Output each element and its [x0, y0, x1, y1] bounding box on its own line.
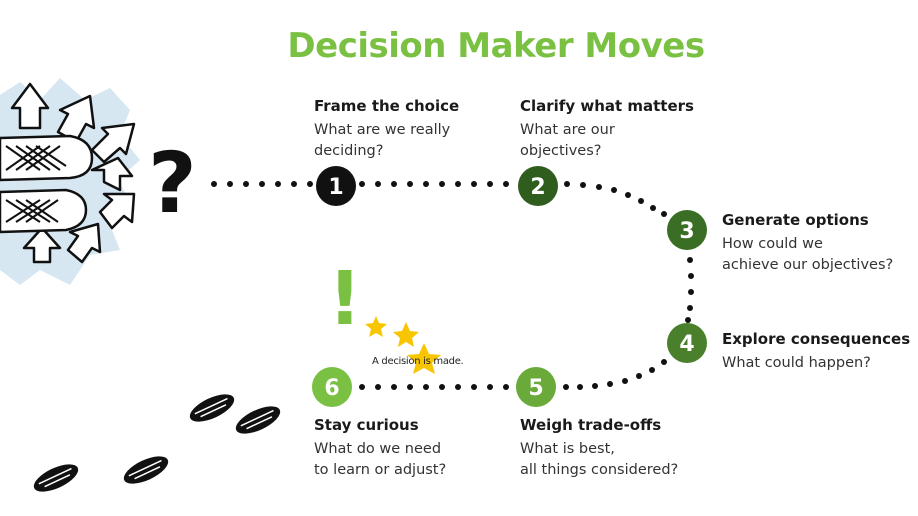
step-badge-4: 4 [667, 323, 707, 363]
step-1-title: Frame the choice [314, 97, 460, 115]
exclamation-mark: ! [328, 256, 362, 342]
step-4-title: Explore consequences [722, 330, 911, 348]
step-number: 5 [528, 376, 543, 401]
decision-made-label: A decision is made. [372, 356, 464, 367]
star-icon [365, 316, 441, 374]
step-badge-3: 3 [667, 210, 707, 250]
step-badge-1: 1 [316, 166, 356, 206]
step-number: 2 [530, 175, 545, 200]
step-6-desc: What do we need to learn or adjust? [314, 441, 447, 478]
step-2-desc: What are our objectives? [520, 122, 615, 159]
step-badge-6: 6 [312, 367, 352, 407]
question-mark: ? [148, 134, 197, 232]
step-1-desc: What are we really deciding? [314, 122, 451, 159]
step-5-title: Weigh trade-offs [520, 416, 662, 434]
dotted-path [211, 181, 694, 390]
step-number: 6 [324, 376, 339, 401]
footprints-illustration [33, 394, 281, 492]
page-title: Decision Maker Moves [287, 26, 705, 66]
step-badge-5: 5 [516, 367, 556, 407]
shoes-arrows-illustration [0, 78, 140, 285]
step-3-title: Generate options [722, 211, 869, 229]
step-6-title: Stay curious [314, 416, 419, 434]
step-4-desc: What could happen? [722, 355, 871, 371]
step-number: 1 [328, 175, 343, 200]
step-2-title: Clarify what matters [520, 97, 694, 115]
step-5-desc: What is best, all things considered? [520, 441, 679, 478]
step-number: 4 [679, 332, 694, 357]
step-number: 3 [679, 219, 694, 244]
step-3-desc: How could we achieve our objectives? [722, 236, 894, 273]
step-badge-2: 2 [518, 166, 558, 206]
